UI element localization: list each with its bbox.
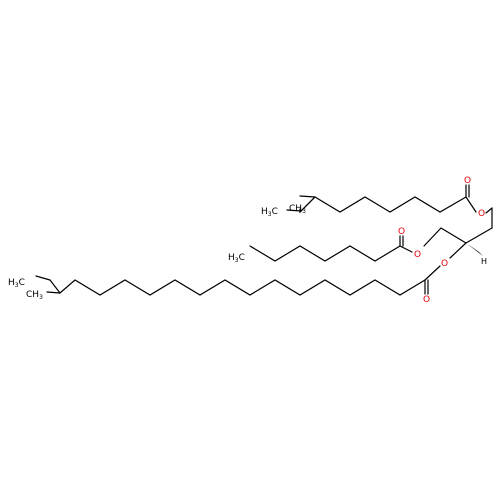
atom-methyl-top-a: H3C bbox=[261, 207, 278, 218]
chain-top-main bbox=[299, 196, 467, 214]
atom-o-carbonyl-top: O bbox=[464, 176, 471, 186]
atom-methyl-mid: H3C bbox=[228, 253, 245, 264]
atom-o-ester-top: O bbox=[478, 209, 485, 219]
atom-methyl-bottom-a: H3C bbox=[8, 278, 25, 289]
bond-methyl-bottom bbox=[46, 291, 61, 294]
chain-placeholder bbox=[16, 197, 466, 212]
bond-backbone-1 bbox=[465, 227, 493, 244]
bond-o-carbonyl-mid bbox=[399, 245, 413, 253]
bond-backbone-2 bbox=[440, 227, 467, 244]
atom-ch3-top-branch: CH3 bbox=[289, 204, 306, 215]
atom-methyl-bottom-b: CH3 bbox=[26, 290, 43, 301]
atom-o-ester-mid: O bbox=[414, 250, 421, 260]
chain-bottom-main bbox=[49, 279, 426, 296]
middle-acyl-chain: O O H3C bbox=[228, 227, 421, 264]
bond-o-carbonyl-bottom bbox=[424, 265, 441, 281]
bond-methyl-top bbox=[299, 195, 316, 198]
stereo-wedge bbox=[466, 243, 483, 256]
top-acyl-chain: O O H3C bbox=[16, 176, 493, 219]
bond-ch2-o-mid bbox=[423, 227, 442, 247]
bond-branch-top bbox=[300, 196, 316, 212]
bond-ch-o-bottom bbox=[449, 242, 467, 259]
atom-o-ester-bottom: O bbox=[441, 259, 448, 269]
atom-o-carbonyl-mid: O bbox=[398, 227, 405, 237]
bond-ethyl-bottom bbox=[35, 275, 51, 281]
chain-mid-main bbox=[249, 245, 401, 262]
bond-o-carbonyl-top bbox=[465, 196, 477, 213]
atom-h-stereo: H bbox=[481, 257, 487, 266]
bond-ethyl-top bbox=[286, 209, 302, 212]
atom-o-carbonyl-bottom: O bbox=[423, 295, 430, 305]
bond-c-o-top bbox=[485, 207, 493, 214]
glycerol-backbone: H bbox=[423, 207, 493, 266]
top-chain-branch: CH3 bbox=[289, 204, 306, 215]
bottom-acyl-chain: O O CH3 H3C bbox=[8, 259, 448, 305]
